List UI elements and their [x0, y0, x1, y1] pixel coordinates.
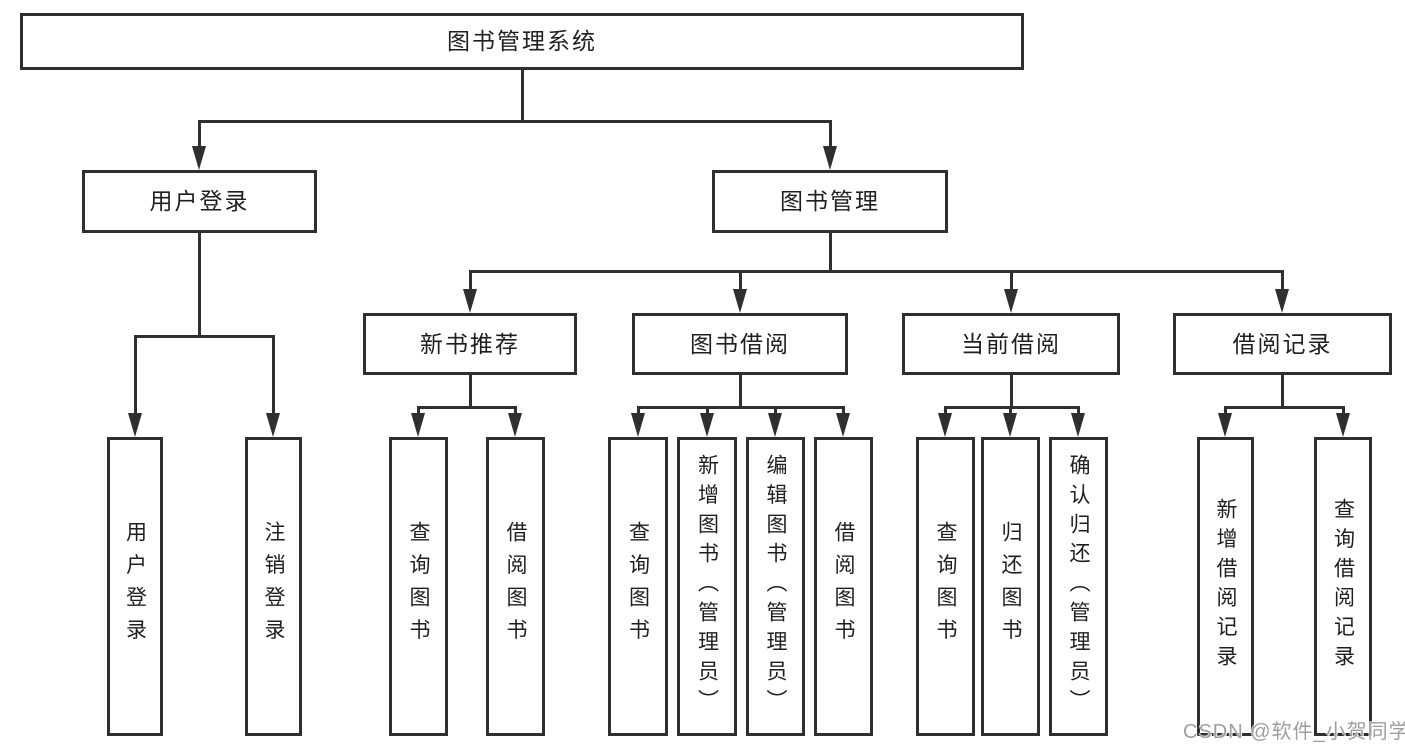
node-bb-edit: 编辑图书（管理员） [746, 437, 805, 736]
node-ul-logout: 注销登录 [245, 437, 302, 736]
node-label-nb-query: 查询图书 [407, 521, 430, 652]
node-label-bb-edit: 编辑图书（管理员） [764, 454, 787, 719]
connector-drop [272, 335, 275, 427]
node-label-book-mgmt: 图书管理 [780, 188, 880, 214]
arrowhead-icon [192, 146, 206, 170]
node-root: 图书管理系统 [20, 13, 1024, 70]
node-bb-query: 查询图书 [608, 437, 668, 736]
arrowhead-icon [127, 413, 142, 437]
node-br-add: 新增借阅记录 [1197, 437, 1254, 736]
connector-stub [198, 233, 201, 338]
node-user-login: 用户登录 [82, 170, 317, 233]
connector-rail [198, 120, 832, 123]
node-label-bb-add: 新增图书（管理员） [695, 454, 719, 719]
connector-stub [1009, 375, 1013, 409]
node-ul-login: 用户登录 [107, 437, 163, 736]
node-label-root: 图书管理系统 [447, 28, 597, 54]
node-label-br-query: 查询借阅记录 [1331, 498, 1355, 675]
node-cb-return: 归还图书 [981, 437, 1040, 736]
arrowhead-icon [1003, 289, 1018, 313]
node-label-ul-logout: 注销登录 [262, 521, 285, 652]
node-label-book-borrow: 图书借阅 [690, 330, 790, 357]
node-cb-confirm: 确认归还（管理员） [1049, 437, 1108, 736]
arrowhead-icon [768, 413, 782, 437]
arrowhead-icon [699, 413, 714, 437]
arrowhead-icon [822, 146, 837, 170]
node-current-borrow: 当前借阅 [902, 313, 1120, 375]
connector-rail [133, 335, 275, 338]
csdn-watermark: CSDN @软件_小贺同学 [1183, 721, 1405, 743]
node-label-ul-login: 用户登录 [123, 521, 147, 652]
arrowhead-icon [508, 413, 522, 437]
connector-rail [417, 406, 517, 409]
arrowhead-icon [732, 289, 747, 313]
node-book-borrow: 图书借阅 [632, 313, 848, 375]
arrowhead-icon [1218, 413, 1232, 437]
connector-stub [738, 375, 742, 409]
node-label-current-borrow: 当前借阅 [961, 330, 1061, 357]
connector-drop [133, 335, 137, 427]
arrowhead-icon [1275, 289, 1289, 313]
node-label-cb-return: 归还图书 [999, 521, 1022, 652]
connector-stub [468, 375, 472, 409]
node-book-mgmt: 图书管理 [712, 170, 948, 233]
connector-stub [1281, 375, 1284, 409]
connector-drop [198, 120, 201, 160]
arrowhead-icon [938, 413, 952, 437]
connector-rail [944, 406, 1080, 409]
connector-drop [468, 270, 472, 303]
connector-stub [520, 70, 524, 123]
node-nb-borrow: 借阅图书 [486, 437, 545, 736]
connector-drop [1009, 270, 1013, 303]
node-bb-add: 新增图书（管理员） [677, 437, 737, 736]
arrowhead-icon [836, 413, 850, 437]
node-label-bb-query: 查询图书 [626, 521, 650, 652]
node-label-borrow-record: 借阅记录 [1232, 330, 1333, 357]
node-borrow-record: 借阅记录 [1173, 313, 1392, 375]
node-bb-borrow: 借阅图书 [814, 437, 873, 736]
connector-rail [468, 270, 1284, 273]
connector-drop [828, 120, 832, 160]
node-new-book: 新书推荐 [363, 313, 577, 375]
connector-stub [828, 233, 832, 273]
node-label-br-add: 新增借阅记录 [1214, 498, 1237, 675]
node-cb-query: 查询图书 [916, 437, 975, 736]
connector-rail [1224, 406, 1345, 409]
arrowhead-icon [1003, 413, 1017, 437]
arrowhead-icon [462, 289, 477, 313]
arrowhead-icon [1335, 413, 1350, 437]
connector-drop [1281, 270, 1284, 303]
node-label-cb-query: 查询图书 [934, 521, 957, 652]
node-label-cb-confirm: 确认归还（管理员） [1067, 454, 1090, 719]
arrowhead-icon [630, 413, 645, 437]
arrowhead-icon [411, 413, 425, 437]
node-label-user-login: 用户登录 [149, 188, 250, 214]
connector-rail [636, 406, 845, 409]
arrowhead-icon [1071, 413, 1085, 437]
node-nb-query: 查询图书 [389, 437, 448, 736]
node-label-bb-borrow: 借阅图书 [832, 521, 855, 652]
connector-drop [738, 270, 742, 303]
node-br-query: 查询借阅记录 [1314, 437, 1372, 736]
node-label-new-book: 新书推荐 [420, 330, 520, 357]
node-label-nb-borrow: 借阅图书 [504, 521, 527, 652]
arrowhead-icon [266, 413, 280, 437]
